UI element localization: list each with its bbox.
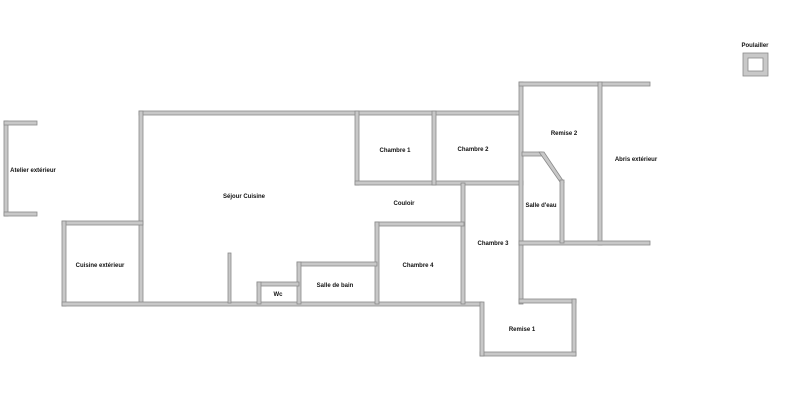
room-label-chambre-2[interactable]: Chambre 2 bbox=[457, 147, 489, 153]
room-label-chambre-4[interactable]: Chambre 4 bbox=[402, 263, 434, 269]
wall-salle-d-eau bbox=[521, 151, 565, 244]
room-label-remise-1[interactable]: Remise 1 bbox=[508, 327, 536, 333]
wall-atelier-exterieur bbox=[3, 120, 38, 217]
wall-chambres-1-2 bbox=[354, 110, 524, 186]
room-label-cuisine-exterieur[interactable]: Cuisine extérieur bbox=[75, 263, 125, 269]
wall-sejour-partition bbox=[227, 252, 232, 304]
room-label-wc[interactable]: Wc bbox=[273, 292, 283, 298]
room-label-salle-de-bain[interactable]: Salle de bain bbox=[316, 283, 354, 289]
room-label-remise-2[interactable]: Remise 2 bbox=[550, 131, 578, 137]
room-label-couloir[interactable]: Couloir bbox=[393, 201, 415, 207]
room-label-chambre-3[interactable]: Chambre 3 bbox=[477, 241, 509, 247]
room-label-salle-d-eau[interactable]: Salle d'eau bbox=[525, 203, 557, 209]
wall-chambre-3 bbox=[460, 182, 466, 305]
wall-poulailler bbox=[742, 52, 769, 77]
room-label-chambre-1[interactable]: Chambre 1 bbox=[379, 148, 411, 154]
room-label-poulailler[interactable]: Poulailler bbox=[741, 43, 769, 49]
room-label-atelier-exterieur[interactable]: Atelier extérieur bbox=[10, 168, 56, 174]
wall-remise-2 bbox=[518, 81, 651, 305]
room-label-sejour-cuisine[interactable]: Séjour Cuisine bbox=[222, 194, 266, 200]
wall-main-outer bbox=[61, 110, 523, 307]
wall-wc bbox=[256, 281, 300, 305]
wall-remise-1 bbox=[479, 298, 577, 357]
room-label-abris-exterieur[interactable]: Abris extérieur bbox=[614, 157, 658, 163]
